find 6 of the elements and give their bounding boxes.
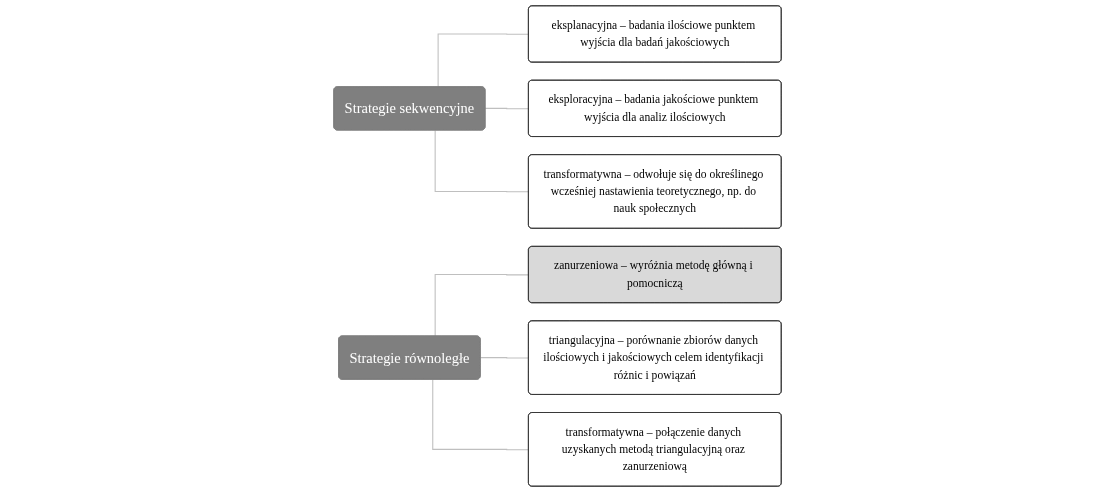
connector — [480, 357, 530, 359]
connector — [484, 107, 530, 110]
connector — [432, 379, 530, 451]
connector — [434, 129, 530, 193]
connector — [437, 33, 530, 88]
connector — [434, 274, 530, 337]
